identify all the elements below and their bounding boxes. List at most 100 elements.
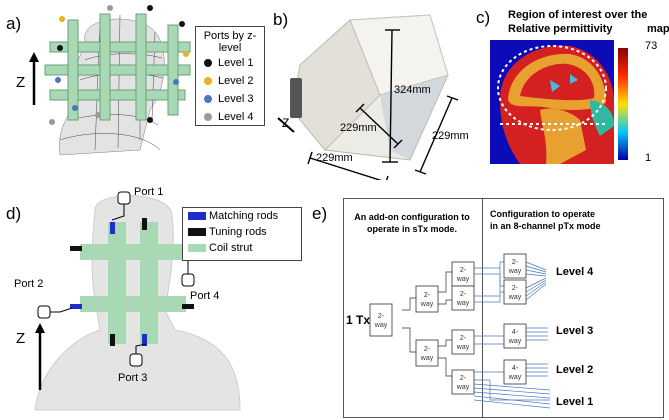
splitter-box [503,279,527,305]
splitter-box [451,285,475,311]
splitter-text: way [508,268,522,275]
splitter-text: way [456,344,470,351]
legend-item-tuning: Tuning rods [183,224,301,240]
splitter-box [503,323,527,349]
legend-label: Level 2 [218,75,254,87]
level-2-dot-icon [204,77,212,85]
splitter-text: 2- [378,313,385,320]
panel-b-letter: b) [273,10,289,29]
level-2-label: Level 2 [556,364,594,376]
legend-item-level-1: Level 1 [196,54,264,72]
splitter-text: way [374,322,388,329]
legend-item-matching: Matching rods [183,208,301,224]
splitter-box [415,339,439,367]
port-1-connector-icon [117,191,131,205]
port-4-connector-icon [181,273,195,287]
splitter-text: way [420,355,434,362]
legend-label: Matching rods [209,210,279,222]
level-1-dot-icon [204,59,212,67]
strut-swatch-icon [188,244,206,252]
panel-c-letter: c) [476,8,491,27]
port-markers [49,5,189,125]
splitter-text: way [508,338,522,345]
panel-d-letter: d) [6,204,22,223]
legend-label: Level 4 [218,111,254,123]
splitter-text: way [508,374,522,381]
legend-item-level-3: Level 3 [196,90,264,108]
colorbar-max-label: 73 [645,40,658,52]
splitter-box [369,303,393,337]
splitter-text: 2- [460,375,467,382]
colorbar [618,48,628,160]
ptx-title-line-1: Configuration to operate [490,209,595,219]
dim-height-label: 324mm [394,84,431,96]
level-3-label: Level 3 [556,325,594,337]
ptx-config-box [482,198,664,418]
legend-item-level-2: Level 2 [196,72,264,90]
dim-depth-label: 229mm [340,122,377,134]
panel-a-letter: a) [6,14,22,33]
stx-title-line-1: An add-on configuration to [354,212,470,222]
colorbar-min-label: 1 [645,152,652,164]
dim-side-label: 229mm [432,130,469,142]
splitter-text: way [420,301,434,308]
tuning-swatch-icon [188,228,206,236]
stx-title-line-2: operate in sTx mode. [366,224,458,234]
level-3-dot-icon [204,95,212,103]
panel-c-title: Region of interest over the Relative per… [508,8,669,36]
port-4-label: Port 4 [190,290,220,302]
splitter-network: 2- way 2- way 2- way 2- way 2- way 2- way 2- wa… [369,253,551,409]
matching-swatch-icon [188,212,206,220]
port-2-label: Port 2 [14,278,44,290]
level-4-label: Level 4 [556,266,594,278]
splitter-text: 2- [424,346,431,353]
splitter-box [451,329,475,355]
splitter-text: way [508,294,522,301]
panel-e-letter: e) [312,204,328,223]
coil-struts [44,13,191,121]
level-4-dot-icon [204,113,212,121]
legend-label: Level 3 [218,93,254,105]
splitter-text: 4- [512,365,519,372]
splitter-box [415,285,439,313]
panel-d-z-label: Z [16,330,26,347]
splitter-box [451,369,475,395]
splitter-text: 2- [512,259,519,266]
legend-label: Coil strut [209,242,253,254]
panel-d-coil-schematic [34,191,241,411]
port-1-label: Port 1 [134,186,164,198]
legend-title: Ports by z-level [203,30,257,54]
dim-width-label: 229mm [316,152,353,164]
splitter-text: way [456,384,470,391]
port-3-connector-icon [129,353,143,367]
panel-b-housing-photo [277,14,459,180]
legend-item-strut: Coil strut [183,240,301,256]
splitter-box [503,359,527,385]
panel-a-legend: Ports by z-level Level 1 Level 2 Level 3… [195,26,265,126]
title-line-2: Relative permittivity [508,23,613,35]
title-line-1: Region of interest over the [508,9,648,21]
splitter-text: 2- [460,335,467,342]
splitter-text: 4- [512,329,519,336]
splitter-text: 2- [460,267,467,274]
legend-item-level-4: Level 4 [196,108,264,126]
splitter-text: way [456,300,470,307]
port-3-label: Port 3 [118,372,148,384]
legend-label: Level 1 [218,57,254,69]
panel-a-coil-figure [29,5,191,156]
ptx-title-line-2: in an 8-channel pTx mode [490,221,601,231]
legend-label: Tuning rods [209,226,267,238]
panel-a-z-label: Z [16,74,26,91]
permittivity-map [490,40,628,164]
port-2-connector-icon [37,305,51,319]
splitter-text: 2- [512,285,519,292]
panel-d-legend: Matching rods Tuning rods Coil strut [182,207,302,261]
splitter-text: 2- [424,292,431,299]
title-suffix: maps [647,23,669,35]
input-1tx-label: 1 Tx [346,313,371,327]
panel-b-z-label: Z [282,116,290,130]
splitter-text: way [456,276,470,283]
stx-config-title: An add-on configuration to operate in sT… [345,211,479,235]
title-line-2-row: Relative permittivity maps [508,22,669,36]
splitter-box [503,253,527,279]
